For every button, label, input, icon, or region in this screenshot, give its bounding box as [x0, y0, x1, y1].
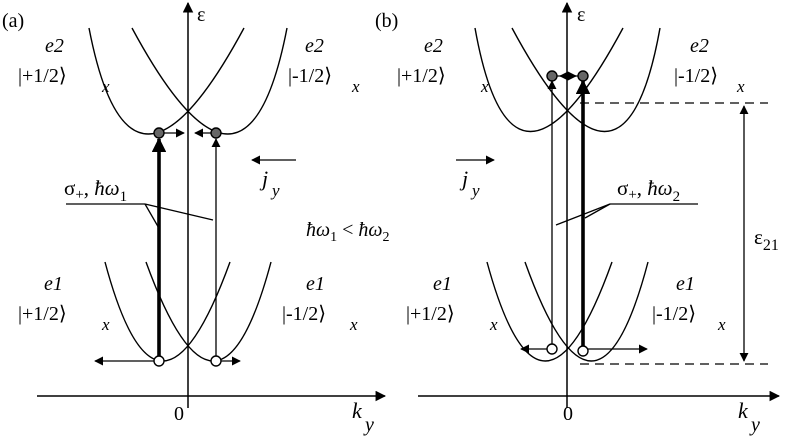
- svg-text:y: y: [749, 414, 760, 436]
- e1-parabola-minus: [145, 261, 272, 362]
- e1-parabola-plus: [104, 261, 231, 362]
- svg-text:x: x: [101, 315, 110, 334]
- svg-text:y: y: [363, 414, 374, 436]
- svg-text:k: k: [738, 398, 749, 423]
- svg-text:e1: e1: [676, 273, 695, 295]
- svg-text:|-1/2⟩: |-1/2⟩: [674, 65, 718, 87]
- svg-text:|-1/2⟩: |-1/2⟩: [652, 303, 696, 325]
- excitation-label: σ+, ħω1: [64, 176, 127, 205]
- excitation-leader-line: [555, 203, 611, 226]
- svg-text:y: y: [470, 181, 480, 200]
- current-label: j y: [259, 166, 280, 200]
- energy-axis-label: ε: [577, 4, 585, 26]
- svg-text:|+1/2⟩: |+1/2⟩: [18, 65, 67, 87]
- svg-text:σ+, ħω2: σ+, ħω2: [617, 176, 680, 205]
- excited-electron-dot: [546, 70, 558, 82]
- panel-a: (a) ε 0 k y e2 |+1/2⟩ x: [2, 1, 387, 436]
- panel-a-tag: (a): [2, 10, 24, 32]
- label-e1-plus: e1 |+1/2⟩ x: [18, 273, 110, 334]
- label-e1-plus: e1 |+1/2⟩ x: [406, 273, 498, 334]
- svg-text:x: x: [351, 77, 360, 96]
- excited-electron-dot: [153, 127, 165, 139]
- svg-text:|+1/2⟩: |+1/2⟩: [397, 65, 446, 87]
- excited-electron-dot: [210, 127, 222, 139]
- hole-dot: [153, 355, 165, 367]
- svg-text:|-1/2⟩: |-1/2⟩: [288, 65, 332, 87]
- gap-label: ε21: [754, 225, 779, 254]
- excitation-leader-line: [144, 203, 214, 221]
- svg-text:x: x: [717, 315, 726, 334]
- e2-parabola-plus: [88, 27, 245, 135]
- svg-text:e1: e1: [44, 273, 63, 295]
- svg-text:|+1/2⟩: |+1/2⟩: [18, 303, 67, 325]
- excitation-label: σ+, ħω2: [617, 176, 680, 205]
- label-e2-plus: e2 |+1/2⟩ x: [18, 35, 110, 96]
- e2-parabola-minus: [131, 27, 288, 135]
- excited-electron-dot: [577, 70, 589, 82]
- svg-text:ħω1 < ħω2: ħω1 < ħω2: [306, 219, 390, 245]
- e1-parabola-minus: [524, 261, 649, 362]
- e2-parabola-plus: [474, 27, 624, 132]
- hole-dot: [210, 355, 222, 367]
- svg-text:σ+, ħω1: σ+, ħω1: [64, 176, 127, 205]
- e2-parabola-minus: [511, 27, 661, 132]
- energy-relation: ħω1 < ħω2: [306, 219, 390, 245]
- hole-dot: [546, 343, 558, 355]
- svg-text:y: y: [270, 181, 280, 200]
- origin-label: 0: [174, 403, 184, 425]
- svg-text:e2: e2: [45, 35, 64, 57]
- label-e2-minus: e2 |-1/2⟩ x: [674, 35, 745, 96]
- svg-text:e1: e1: [306, 273, 325, 295]
- e1-parabola-plus: [486, 261, 613, 362]
- svg-text:x: x: [480, 77, 489, 96]
- svg-text:e2: e2: [305, 35, 324, 57]
- svg-text:j: j: [259, 166, 268, 191]
- svg-text:x: x: [489, 315, 498, 334]
- label-e2-plus: e2 |+1/2⟩ x: [397, 35, 489, 96]
- label-e2-minus: e2 |-1/2⟩ x: [288, 35, 360, 96]
- energy-axis-label: ε: [197, 4, 205, 26]
- panel-b: (b) ε 0 k y ε21: [375, 1, 781, 436]
- svg-text:e1: e1: [433, 273, 452, 295]
- label-e1-minus: e1 |-1/2⟩ x: [282, 273, 358, 334]
- svg-text:|-1/2⟩: |-1/2⟩: [282, 303, 326, 325]
- svg-text:x: x: [101, 77, 110, 96]
- panel-b-tag: (b): [375, 10, 398, 32]
- svg-text:k: k: [352, 398, 363, 423]
- origin-label: 0: [563, 403, 573, 425]
- svg-text:x: x: [349, 315, 358, 334]
- svg-text:|+1/2⟩: |+1/2⟩: [406, 303, 455, 325]
- svg-text:ε21: ε21: [754, 225, 779, 254]
- svg-text:e2: e2: [690, 35, 709, 57]
- svg-text:j: j: [459, 166, 468, 191]
- svg-text:e2: e2: [424, 35, 443, 57]
- hole-dot: [577, 345, 589, 357]
- k-axis-label: k y: [352, 398, 374, 436]
- current-label: j y: [459, 166, 480, 200]
- k-axis-label: k y: [738, 398, 760, 436]
- svg-text:x: x: [736, 77, 745, 96]
- label-e1-minus: e1 |-1/2⟩ x: [652, 273, 726, 334]
- excitation-leader-line: [584, 203, 611, 219]
- excitation-leader-line: [144, 203, 161, 231]
